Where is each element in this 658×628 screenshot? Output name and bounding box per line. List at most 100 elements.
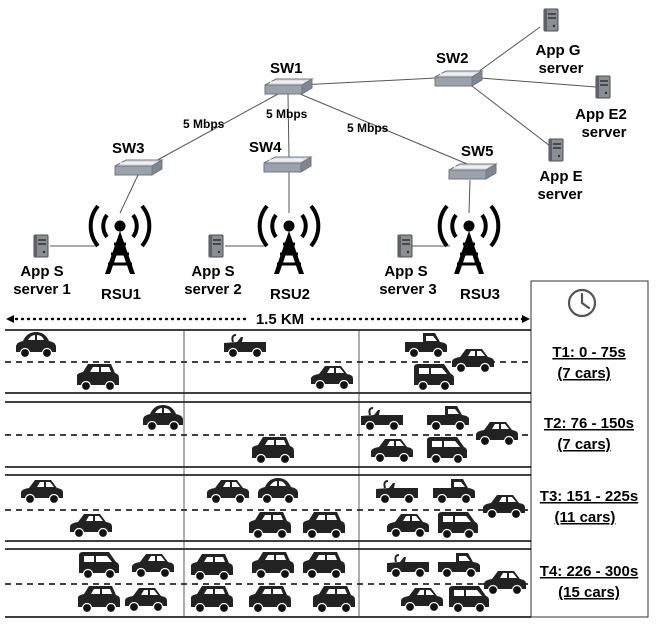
period-cars-t1: (7 cars) <box>557 365 610 382</box>
link-label-sw1-sw3: 5 Mbps <box>183 117 225 131</box>
car-t4-10 <box>124 587 168 613</box>
server-icon <box>548 138 564 162</box>
link-sw3-rsu1 <box>119 174 139 214</box>
switch-label: SW5 <box>461 143 494 160</box>
app-s-server-1: App S server 1 <box>13 234 71 298</box>
car-t2-4 <box>475 421 519 447</box>
link-sw2-appe <box>471 85 551 147</box>
rsu-label: RSU2 <box>270 286 310 303</box>
app-g-server: App G server <box>536 8 584 77</box>
antenna-tower-icon <box>88 204 152 276</box>
link-sw5-rsu3 <box>468 179 471 214</box>
server-label-line2: server <box>538 60 583 77</box>
app-s-server-3: App S server 3 <box>379 234 437 298</box>
car-t1-7 <box>413 363 455 392</box>
car-t4-13 <box>312 585 356 614</box>
server-label-line2: server <box>581 124 626 141</box>
switch-sw3: SW3 <box>112 140 163 176</box>
rsu-label: RSU3 <box>460 286 500 303</box>
app-e-server: App E server <box>537 138 583 203</box>
period-label-t2: T2: 76 - 150s <box>544 415 634 432</box>
car-t3-6 <box>482 494 526 520</box>
server-label-line2: server <box>537 186 582 203</box>
link-sw2-appg <box>477 26 541 73</box>
link-label-sw1-sw4: 5 Mbps <box>266 107 308 121</box>
car-t3-1 <box>20 479 64 505</box>
car-t3-8 <box>248 511 292 540</box>
car-t4-4 <box>251 551 295 580</box>
server-label-line1: App G <box>536 42 581 59</box>
car-t1-4 <box>451 348 495 374</box>
server-label-line2: server 3 <box>379 281 437 298</box>
server-icon <box>208 234 224 258</box>
rsu-1: RSU1 <box>88 204 152 303</box>
switch-icon <box>264 78 313 95</box>
switch-label: SW2 <box>436 50 469 67</box>
period-label-t1: T1: 0 - 75s <box>552 344 625 361</box>
period-cars-t2: (7 cars) <box>557 436 610 453</box>
switch-label: SW1 <box>270 60 303 77</box>
car-t4-8 <box>483 570 527 596</box>
car-t1-1 <box>15 331 57 359</box>
car-t4-7 <box>437 552 481 579</box>
car-t2-1 <box>142 404 184 432</box>
vehicles <box>15 331 527 614</box>
server-icon <box>33 234 49 258</box>
rsu-2: RSU2 <box>257 204 321 303</box>
network-links <box>50 26 597 247</box>
car-t3-5 <box>432 478 476 505</box>
switch-icon <box>263 156 312 173</box>
antenna-tower-icon <box>257 204 321 276</box>
link-sw1-sw2 <box>299 76 456 86</box>
switch-icon <box>448 163 497 180</box>
server-icon <box>595 75 611 99</box>
car-t4-15 <box>448 585 490 614</box>
clock-icon <box>567 288 597 318</box>
app-s-server-2: App S server 2 <box>184 234 242 298</box>
switch-sw4: SW4 <box>249 139 312 173</box>
link-sw2-appe2 <box>479 77 597 88</box>
period-cars-t4: (15 cars) <box>558 584 620 601</box>
car-t3-3 <box>257 477 299 505</box>
period-cars-t3: (11 cars) <box>555 509 616 526</box>
time-period-panel: T1: 0 - 75s (7 cars) T2: 76 - 150s (7 ca… <box>530 280 649 618</box>
car-t2-5 <box>251 436 295 465</box>
link-sw1-sw4 <box>287 93 290 159</box>
switch-label: SW3 <box>112 140 145 157</box>
car-t1-6 <box>310 365 354 391</box>
car-t2-6 <box>370 438 414 464</box>
link-sw1-sw5 <box>299 93 473 167</box>
switch-icon <box>114 159 163 176</box>
car-t3-2 <box>206 479 250 505</box>
car-t3-10 <box>386 513 430 539</box>
dimension-arrow-left <box>6 315 14 323</box>
dimension-arrow-right <box>522 315 530 323</box>
car-t2-2 <box>360 407 404 432</box>
switch-sw2: SW2 <box>434 50 483 87</box>
switch-sw1: SW1 <box>264 60 313 95</box>
car-t1-5 <box>76 363 120 392</box>
car-t4-5 <box>302 551 346 580</box>
car-t4-14 <box>400 587 444 613</box>
server-label-line1: App S <box>20 263 63 280</box>
road-length-dimension: 1.5 KM <box>6 311 530 328</box>
road-length-label: 1.5 KM <box>256 311 304 328</box>
switch-icon <box>434 70 483 87</box>
server-label-line1: App S <box>191 263 234 280</box>
car-t4-6 <box>386 554 430 579</box>
period-label-t3: T3: 151 - 225s <box>540 488 638 505</box>
car-t4-11 <box>190 585 234 614</box>
rsu-label: RSU1 <box>101 286 141 303</box>
switch-label: SW4 <box>249 139 282 156</box>
car-t1-2 <box>223 334 267 359</box>
car-t3-7 <box>69 513 113 539</box>
rsu-3: RSU3 <box>437 204 501 303</box>
switch-sw5: SW5 <box>448 143 497 180</box>
car-t4-1 <box>78 551 120 580</box>
server-label-line1: App E2 <box>575 106 627 123</box>
antenna-tower-icon <box>437 204 501 276</box>
car-t3-11 <box>437 511 479 540</box>
car-t1-3 <box>404 332 448 359</box>
period-label-t4: T4: 226 - 300s <box>540 563 638 580</box>
